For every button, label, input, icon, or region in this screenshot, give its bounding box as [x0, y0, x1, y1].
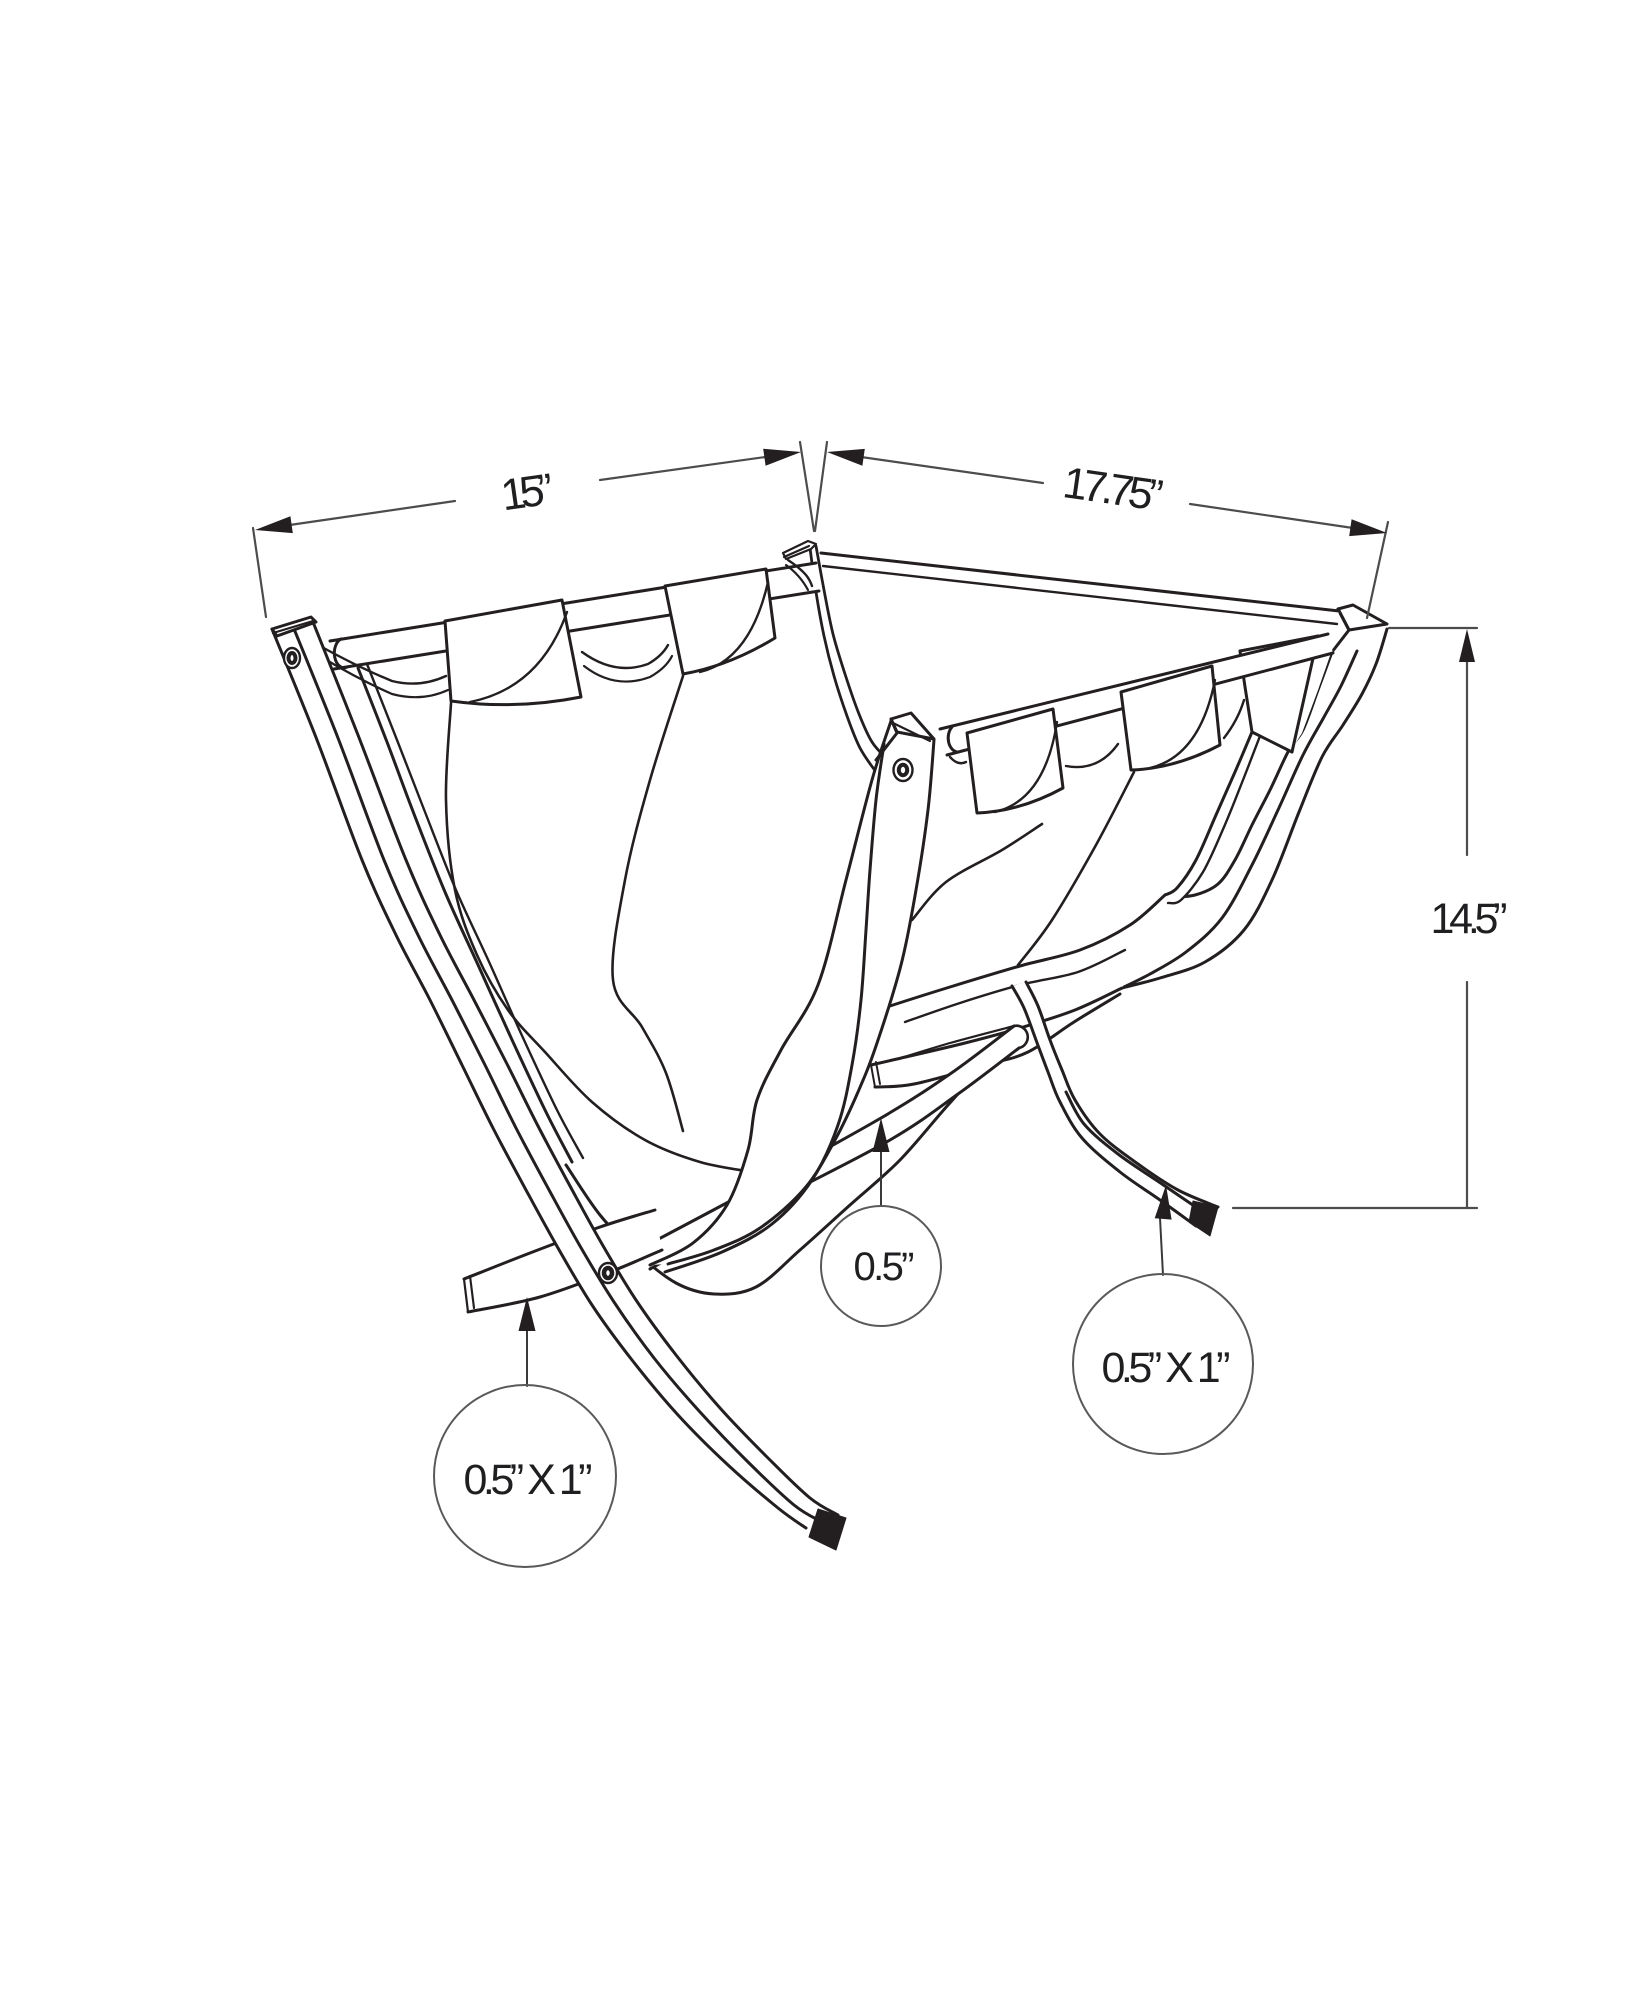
svg-text:17.75”: 17.75” — [1060, 458, 1166, 521]
svg-text:15”: 15” — [498, 465, 556, 521]
svg-text:0.5”: 0.5” — [854, 1245, 915, 1289]
svg-text:0.5” X 1”: 0.5” X 1” — [1102, 1344, 1231, 1392]
svg-text:0.5” X 1”: 0.5” X 1” — [464, 1456, 593, 1504]
svg-text:14.5”: 14.5” — [1431, 895, 1508, 943]
